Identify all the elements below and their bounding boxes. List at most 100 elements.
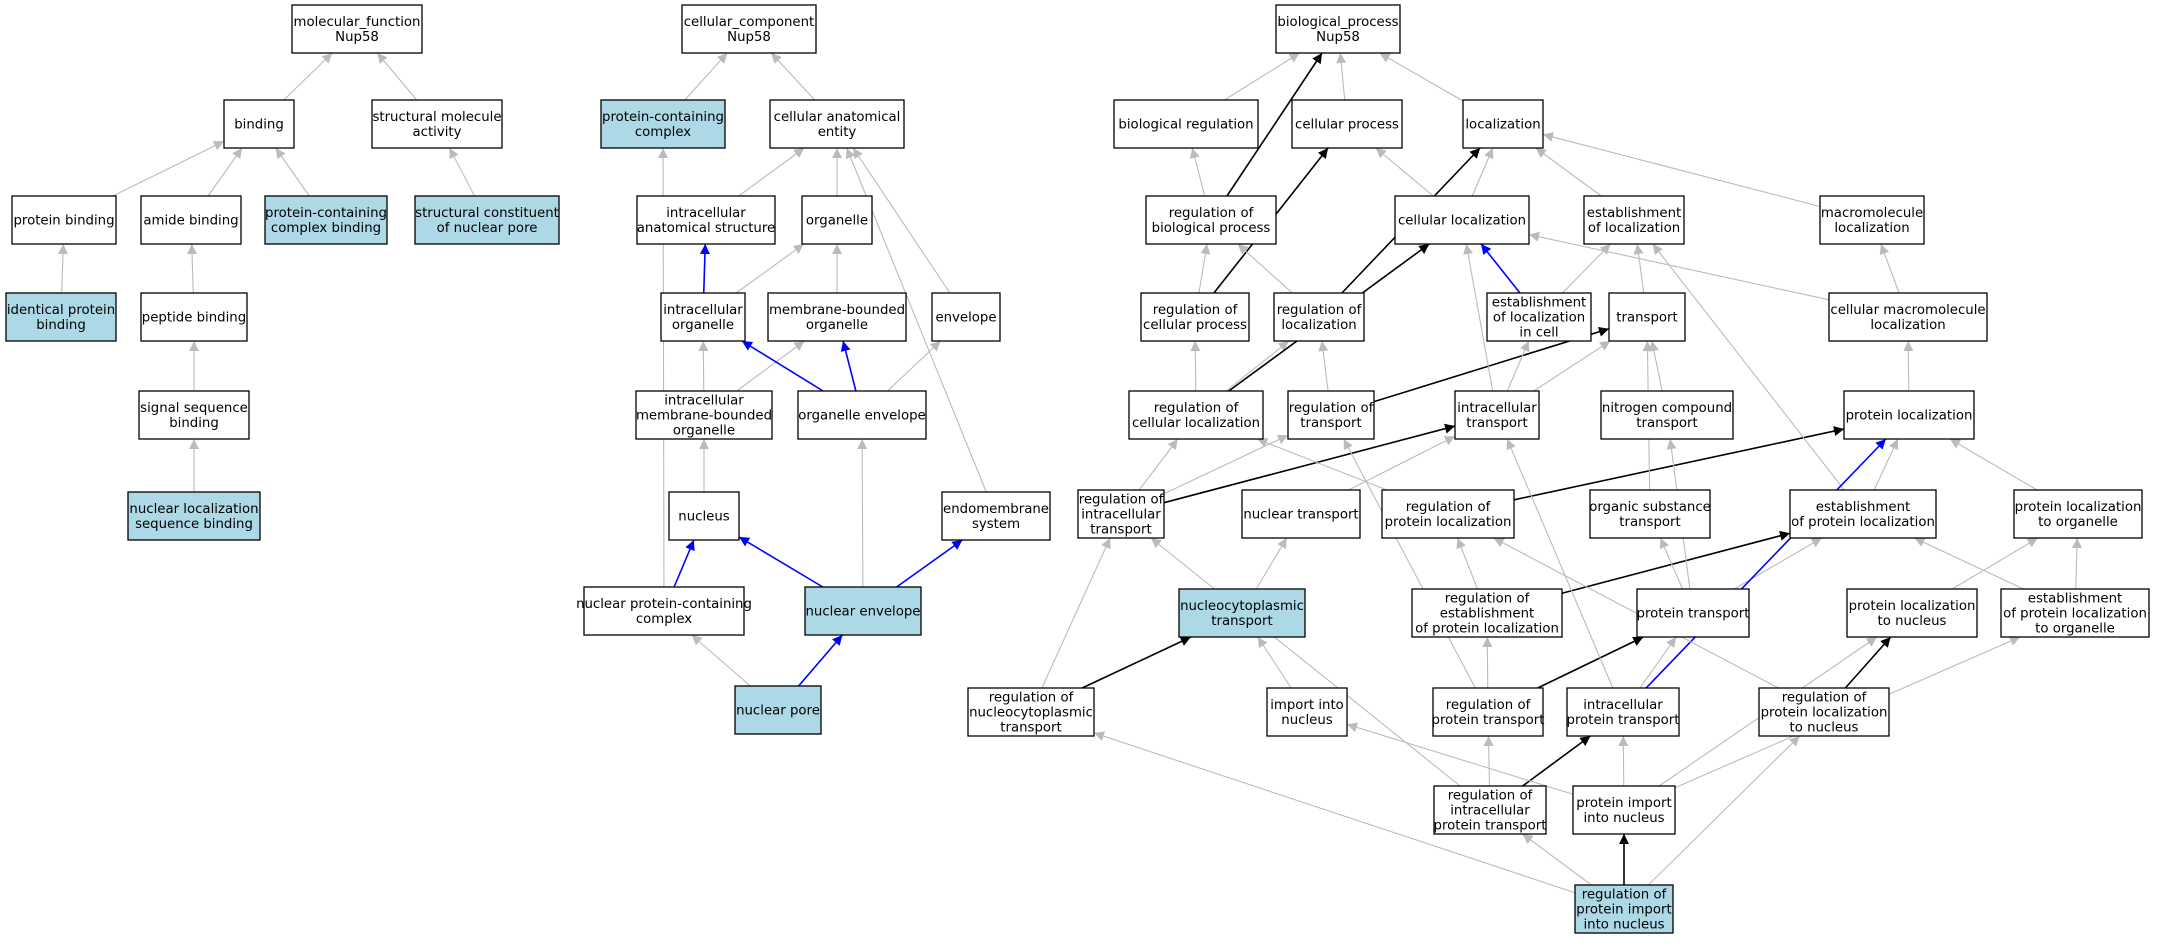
node-box — [1454, 390, 1540, 440]
node-label-line: cellular process — [1143, 318, 1247, 333]
go-term-node-nucpore[interactable]: nuclear pore — [734, 685, 822, 735]
go-term-node-cellproc[interactable]: cellular process — [1291, 99, 1403, 149]
node-label-line: regulation of — [1406, 500, 1491, 515]
edge-orgenv-to-envelope — [887, 340, 941, 392]
node-label-line: protein localization — [1385, 515, 1512, 530]
go-term-node-nucenv[interactable]: nuclear envelope — [804, 586, 922, 636]
edge-ncytrans-to-nuctrans — [1255, 537, 1288, 590]
node-label-line: protein localization — [1761, 706, 1888, 721]
edge-regprotloc-to-protloc — [1513, 426, 1845, 501]
edge-nuctrans-to-inttrans — [1348, 435, 1456, 491]
node-label-line: protein-containing — [602, 110, 724, 125]
node-label-line: intracellular — [663, 303, 743, 318]
node-label-line: organelle — [672, 318, 734, 333]
go-term-node-peptbind[interactable]: peptide binding — [140, 292, 248, 342]
node-label-line: nuclear pore — [736, 704, 820, 719]
node-label-line: cellular anatomical — [774, 110, 901, 125]
edge-regprotimport-to-regintprottrans — [1522, 833, 1592, 886]
go-term-node-orgenv[interactable]: organelle envelope — [797, 390, 927, 440]
edge-pccbind-to-binding — [275, 147, 310, 197]
node-label-line: of localization — [1588, 221, 1680, 236]
go-term-node-transport[interactable]: transport — [1608, 292, 1686, 342]
node-label-line: to nucleus — [1878, 614, 1947, 629]
edge-reginttrans-to-inttrans — [1163, 423, 1456, 504]
node-label-line: protein localization — [1849, 599, 1976, 614]
node-label-line: nucleocytoplasmic — [1180, 599, 1304, 614]
node-label-line: transport — [1000, 721, 1061, 736]
go-term-node-prottrans[interactable]: protein transport — [1636, 588, 1750, 638]
node-label-line: nitrogen compound — [1602, 401, 1732, 416]
edge-orgenv-to-mbo — [840, 340, 857, 392]
go-term-node-organelle[interactable]: organelle — [801, 195, 873, 245]
edge-protloctonuc-to-protloctoorg — [1951, 537, 2039, 590]
go-term-node-amidebind[interactable]: amide binding — [140, 195, 242, 245]
go-term-node-loc[interactable]: localization — [1462, 99, 1544, 149]
edge-bioreg-to-bp — [1224, 52, 1300, 101]
go-term-node-envelope[interactable]: envelope — [931, 292, 1001, 342]
go-term-node-protloc[interactable]: protein localization — [1843, 390, 1975, 440]
edge-regestprotloc-to-regprotloc — [1456, 537, 1479, 590]
go-term-node-nuctrans[interactable]: nuclear transport — [1241, 489, 1361, 539]
node-label-line: intracellular — [1081, 508, 1161, 523]
go-term-node-binding[interactable]: binding — [223, 99, 295, 149]
edge-structmol-to-mf — [376, 52, 418, 101]
node-box — [1077, 489, 1165, 539]
go-term-node-cellloc[interactable]: cellular localization — [1394, 195, 1530, 245]
edge-inttrans-to-estlocincell — [1506, 340, 1530, 392]
node-label-line: nucleus — [1281, 713, 1332, 728]
node-label-line: localization — [1281, 318, 1356, 333]
edge-estprotloctoorg-to-estprotloc — [1914, 537, 2024, 590]
go-term-node-nucleus[interactable]: nucleus — [668, 491, 740, 541]
node-box — [769, 99, 905, 149]
node-box — [583, 586, 745, 636]
go-term-node-protbind[interactable]: protein binding — [11, 195, 117, 245]
go-term-node-bioreg[interactable]: biological regulation — [1113, 99, 1259, 149]
